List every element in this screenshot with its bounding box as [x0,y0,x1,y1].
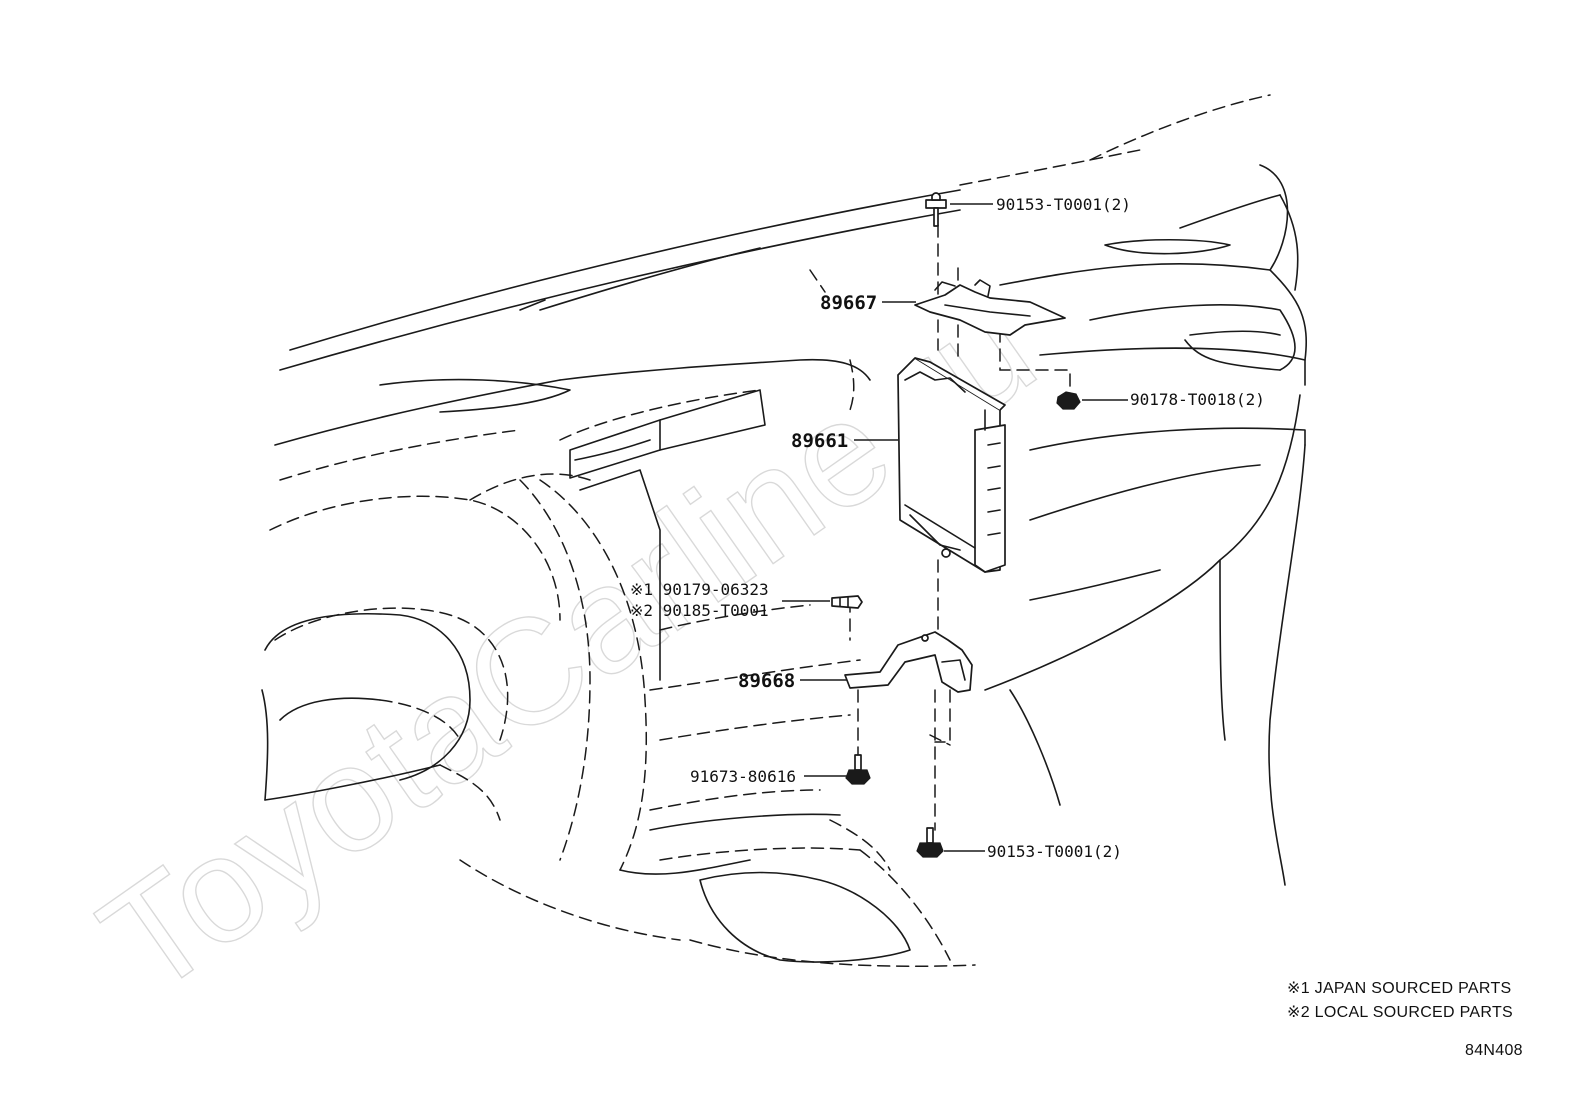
lower-bracket-part [844,631,973,693]
leader-lines [782,203,1128,852]
callout-clip-japan: ※1 90179-06323 [630,580,769,599]
clip-icon [831,595,863,609]
callout-bracket-upper: 89667 [820,292,877,314]
note-local-sourced: ※2 LOCAL SOURCED PARTS [1287,1004,1513,1021]
upper-bracket-part [914,279,1066,336]
nut-icon [1056,391,1081,410]
diagram-code: 84N408 [1465,1042,1523,1059]
callout-clip-local: ※2 90185-T0001 [630,601,769,620]
callout-nut: 90178-T0018(2) [1130,390,1265,409]
callout-ecu: 89661 [791,430,848,452]
ecu-module-part [897,357,1006,573]
callout-bolt-bottom: 90153-T0001(2) [987,842,1122,861]
bolt-lower-icon [845,754,871,785]
callout-bolt-top: 90153-T0001(2) [996,195,1131,214]
callout-bracket-lower: 89668 [738,670,795,692]
bolt-top-icon [925,192,947,227]
dashboard-outline [261,94,1308,968]
note-japan-sourced: ※1 JAPAN SOURCED PARTS [1287,980,1512,997]
bolt-bottom-icon [916,827,944,858]
callout-bolt-lower: 91673-80616 [690,767,796,786]
